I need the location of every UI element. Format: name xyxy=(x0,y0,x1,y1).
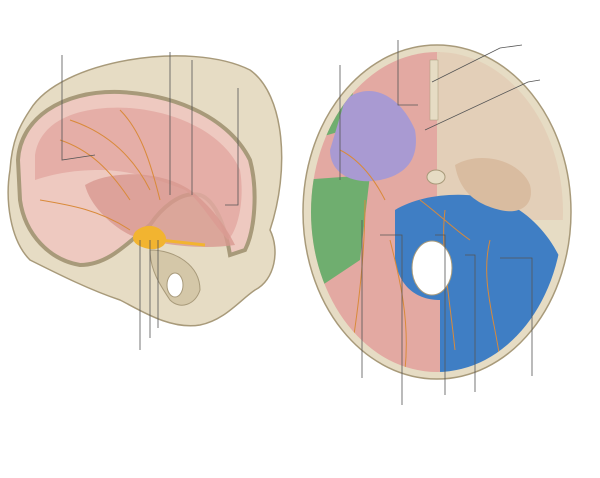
leader-line xyxy=(397,40,418,106)
sella-turcica xyxy=(426,169,446,185)
middle-cranial-fossa-right xyxy=(455,157,531,212)
tentorium xyxy=(85,174,235,247)
cranial-base-view xyxy=(302,44,572,380)
nerve-branch xyxy=(159,238,206,247)
leader-line xyxy=(61,55,96,161)
leader-line xyxy=(435,234,446,395)
leader-line xyxy=(380,234,403,405)
leader-line xyxy=(500,257,533,376)
crista-galli xyxy=(429,59,439,121)
foramen xyxy=(166,272,184,298)
meningeal-vessels xyxy=(39,109,161,231)
skull-lateral-view xyxy=(7,55,283,327)
leader-line xyxy=(424,79,541,131)
leader-line xyxy=(431,44,523,83)
falx-cerebri xyxy=(35,107,242,240)
leader-line xyxy=(225,88,239,206)
foramen-magnum xyxy=(411,240,453,296)
leader-lines xyxy=(61,40,541,405)
region-purple xyxy=(330,91,416,182)
leader-line xyxy=(465,254,476,392)
